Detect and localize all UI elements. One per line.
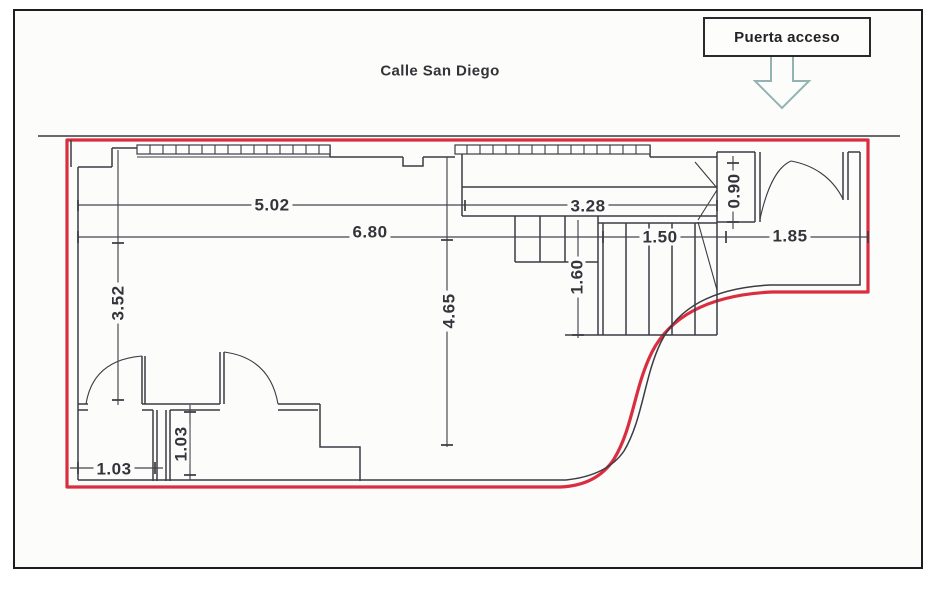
interior-doors bbox=[85, 351, 279, 405]
dimension-label-stair-width: 1.50 bbox=[639, 228, 681, 246]
down-arrow-icon bbox=[752, 52, 812, 110]
dimension-label-overall-width: 6.80 bbox=[349, 223, 391, 241]
street-label: Calle San Diego bbox=[380, 62, 500, 80]
dimension-label-left-depth: 3.52 bbox=[109, 282, 128, 324]
entrance-label-box: Puerta acceso bbox=[703, 17, 871, 57]
entrance-doors bbox=[717, 152, 849, 223]
window-band-left bbox=[136, 144, 331, 158]
entrance-label: Puerta acceso bbox=[734, 28, 840, 46]
dimension-label-room-width: 5.02 bbox=[251, 196, 293, 214]
window-band-right bbox=[454, 144, 651, 155]
premises-boundary bbox=[65, 138, 870, 489]
dimension-label-closet-width: 1.03 bbox=[93, 460, 135, 478]
dimension-label-nook-depth: 1.03 bbox=[172, 423, 191, 465]
dimension-label-corridor-width: 3.28 bbox=[567, 197, 609, 215]
dimension-label-stair-run: 1.60 bbox=[568, 256, 587, 298]
staircase bbox=[461, 152, 718, 336]
dimension-label-entry-width: 1.85 bbox=[769, 227, 811, 245]
dimension-label-entry-door-width: 0.90 bbox=[725, 170, 744, 212]
dimension-label-room-depth: 4.65 bbox=[440, 290, 459, 332]
page-frame bbox=[13, 9, 923, 569]
